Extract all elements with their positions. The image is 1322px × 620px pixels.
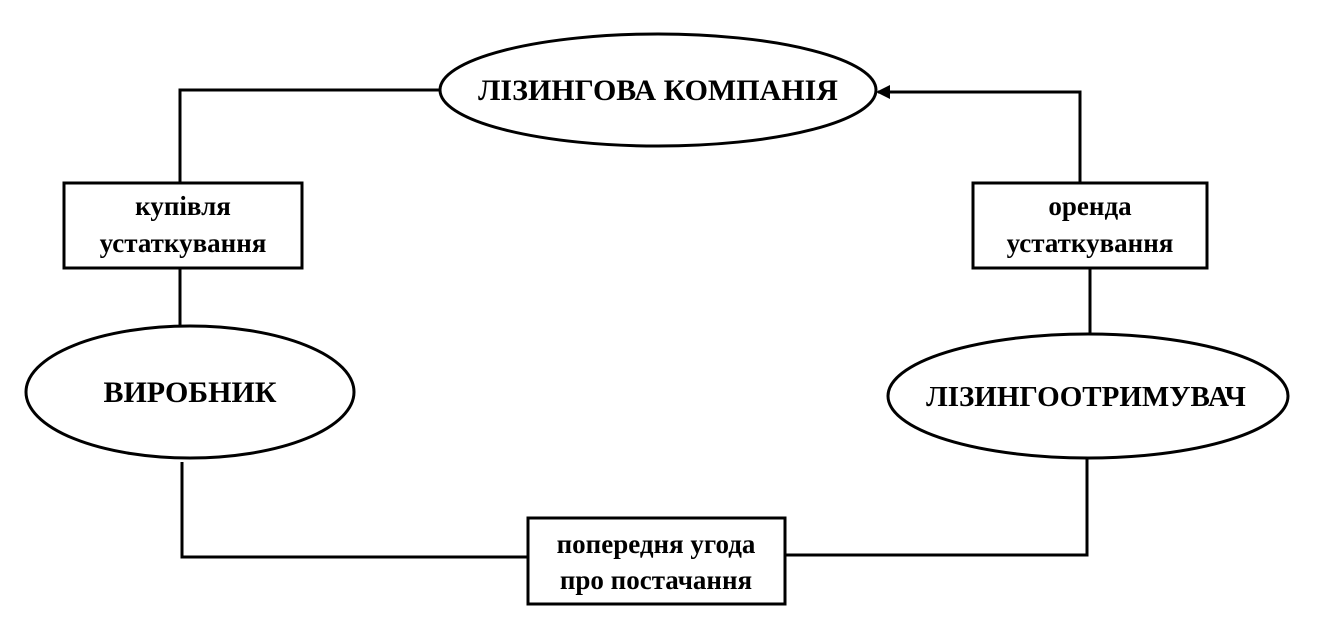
- lease-label-line1: оренда: [1048, 191, 1132, 221]
- purchase-connector: [178, 88, 442, 183]
- agreement-label-box: [526, 516, 787, 606]
- lease-connector-upper: [876, 85, 1082, 183]
- agreement-label-line1: попередня угода: [557, 529, 756, 559]
- lessee-ellipse: [886, 332, 1290, 460]
- edge-label-lease: оренда устаткування: [971, 181, 1209, 270]
- node-lessee: ЛІЗИНГООТРИМУВАЧ: [886, 332, 1290, 460]
- lessee-label: ЛІЗИНГООТРИМУВАЧ: [926, 381, 1246, 413]
- edge-label-purchase: купівля устаткування: [62, 181, 304, 270]
- node-manufacturer: ВИРОБНИК: [24, 324, 356, 460]
- node-leasing-company: ЛІЗИНГОВА КОМПАНІЯ: [438, 32, 878, 148]
- leasing-company-label: ЛІЗИНГОВА КОМПАНІЯ: [478, 74, 838, 107]
- agreement-label-line2: про постачання: [560, 565, 752, 595]
- purchase-label-box: [62, 181, 304, 270]
- manufacturer-label: ВИРОБНИК: [103, 376, 276, 409]
- agreement-connector-right: [785, 455, 1089, 557]
- purchase-label-line1: купівля: [135, 191, 231, 221]
- manufacturer-ellipse: [24, 324, 356, 460]
- leasing-company-ellipse: [438, 32, 878, 148]
- agreement-connector-left: [180, 462, 528, 559]
- lease-label-line2: устаткування: [1007, 228, 1174, 258]
- connectors: [173, 85, 1092, 559]
- edge-label-agreement: попередня угода про постачання: [526, 516, 787, 606]
- purchase-label-line2: устаткування: [100, 228, 267, 258]
- lease-label-box: [971, 181, 1209, 270]
